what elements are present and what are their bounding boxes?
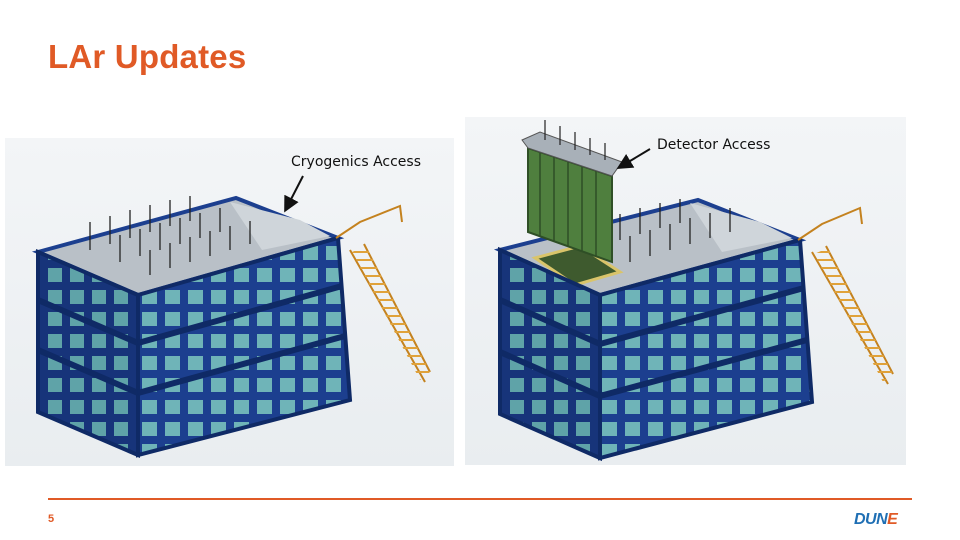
detector-access-label: Detector Access (657, 137, 771, 153)
logo-text-main: DUN (854, 511, 888, 528)
page-number: 5 (48, 513, 55, 525)
slide-title: LAr Updates (48, 38, 247, 75)
detector-arrow (616, 148, 651, 170)
cryogenics-access-label: Cryogenics Access (291, 154, 422, 170)
logo-text-accent: E (887, 511, 898, 528)
cryogenics-arrow (284, 175, 304, 213)
dune-logo: DUNE (854, 511, 914, 529)
left-cryostat (31, 195, 431, 459)
right-cryostat (493, 120, 894, 462)
footer-divider (48, 498, 912, 500)
